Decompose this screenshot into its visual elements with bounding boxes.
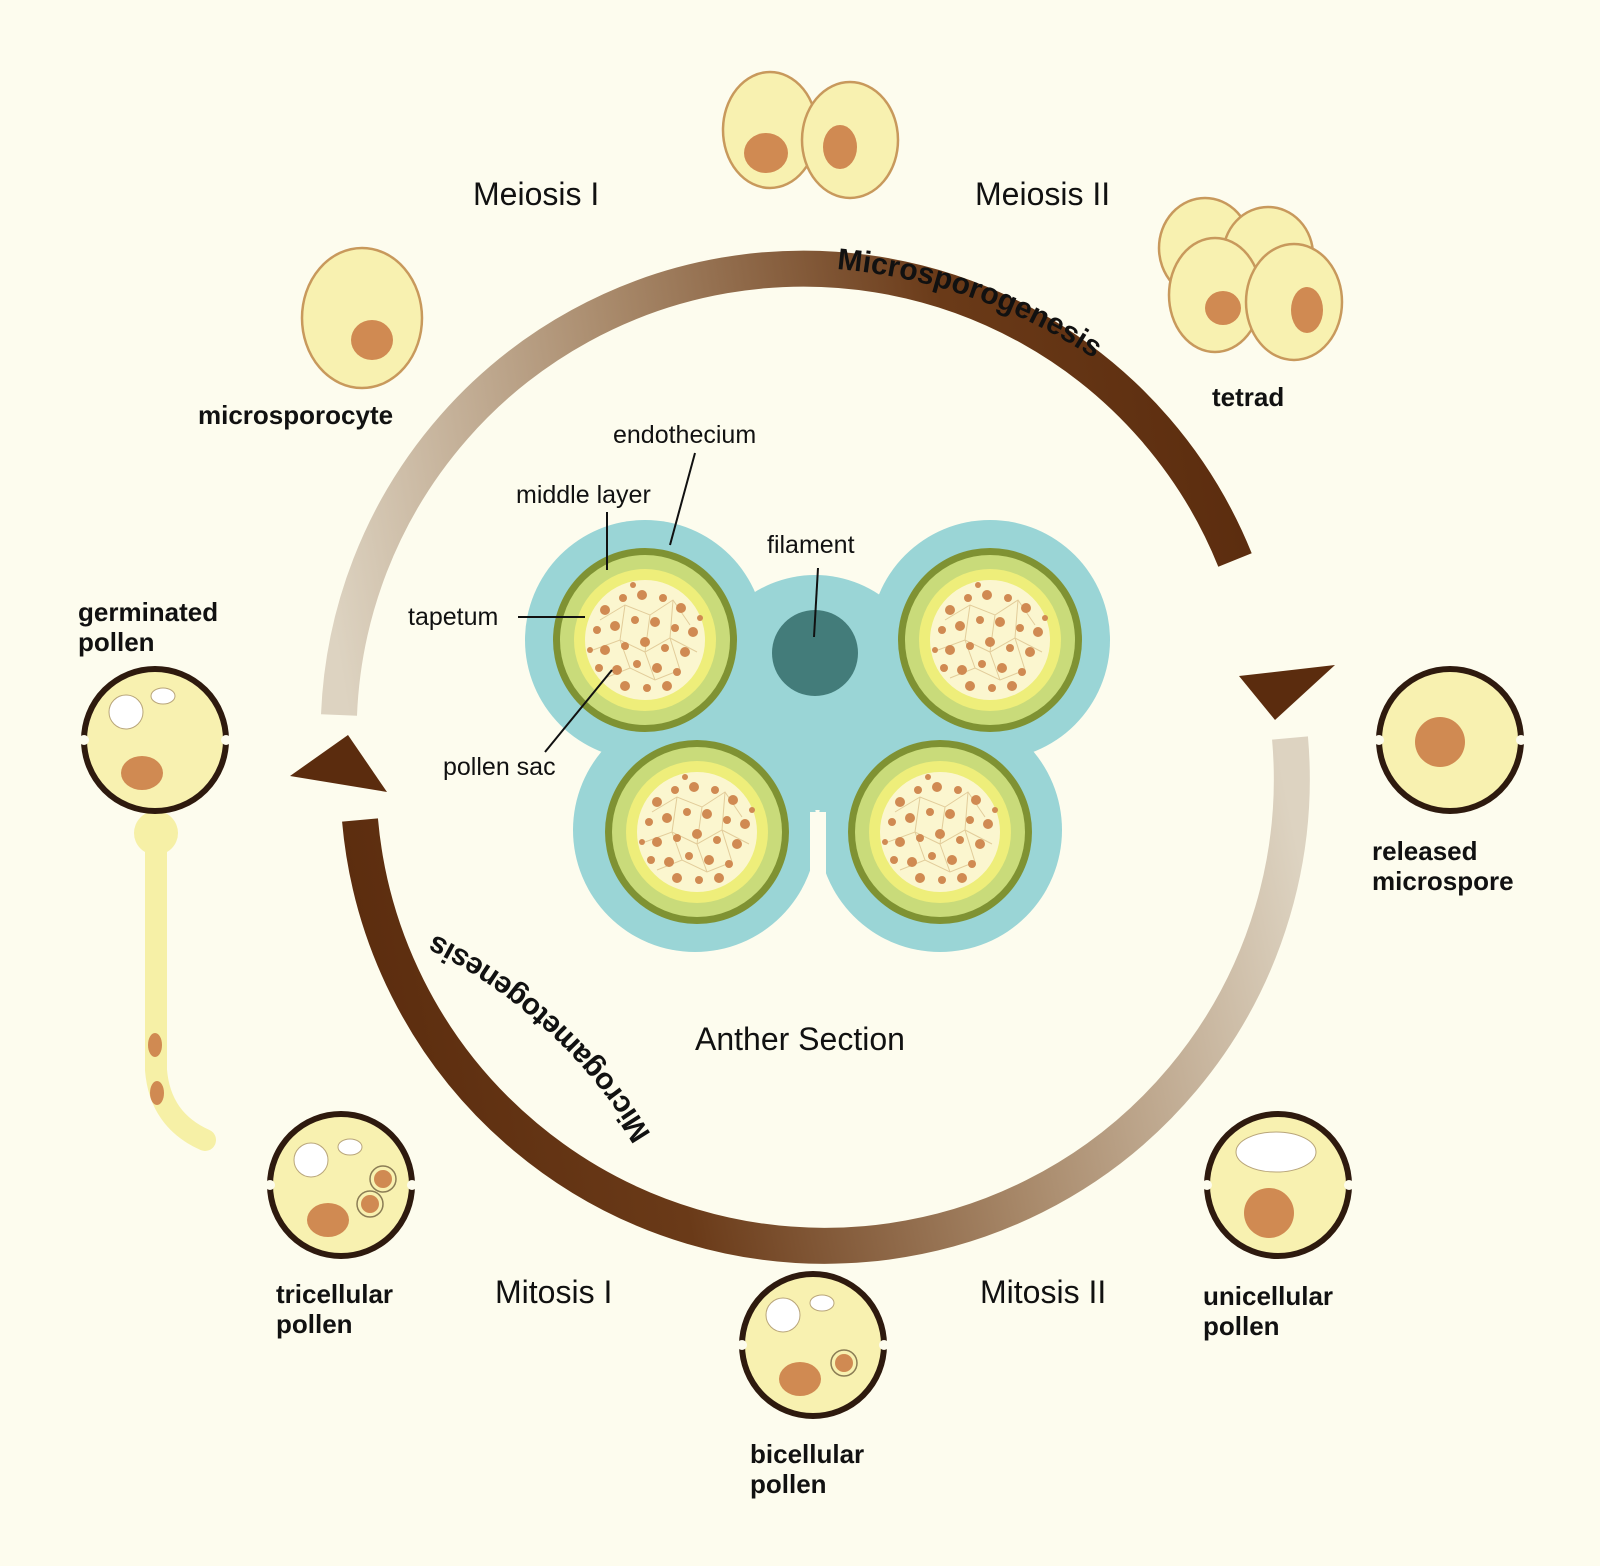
microsporogenesis-label: Microsporogenesis <box>836 243 1108 364</box>
bicellular-label-2: pollen <box>750 1469 827 1499</box>
middle-layer-label: middle layer <box>516 481 651 509</box>
tricellular-label-2: pollen <box>276 1309 353 1339</box>
leader-lines <box>518 452 819 753</box>
pollen-sac-label: pollen sac <box>443 753 556 781</box>
mitosis-2-label: Mitosis II <box>980 1274 1106 1310</box>
tetrad-cells <box>1157 196 1344 362</box>
released-microspore-cell <box>1374 666 1526 814</box>
microgametogenesis-arc <box>342 736 1310 1264</box>
mitosis-1-label: Mitosis I <box>495 1274 612 1310</box>
endothecium-label: endothecium <box>613 421 756 449</box>
microsporogenesis-arrowhead <box>1239 665 1335 720</box>
unicellular-label-2: pollen <box>1203 1311 1280 1341</box>
filament-label: filament <box>767 531 855 559</box>
meiosis-2-label: Meiosis II <box>975 176 1110 212</box>
meiosis-1-label: Meiosis I <box>473 176 599 212</box>
microsporocyte-cell <box>300 246 424 390</box>
microsporogenesis-arc <box>321 250 1252 716</box>
tricellular-label-1: tricellular <box>276 1279 393 1309</box>
tricellular-pollen-cell <box>265 1111 417 1259</box>
anther-section <box>525 520 1110 952</box>
tetrad-label: tetrad <box>1212 382 1284 412</box>
microsporocyte-label: microsporocyte <box>198 400 393 430</box>
germinated-label-2: pollen <box>78 627 155 657</box>
pollen-sac-top-left <box>552 547 738 733</box>
unicellular-label-1: unicellular <box>1203 1281 1333 1311</box>
microgametogenesis-arrowhead <box>290 735 387 792</box>
bicellular-pollen-cell <box>737 1271 889 1419</box>
germinated-label-1: germinated <box>78 597 218 627</box>
pollen-sac-top-right <box>897 547 1083 733</box>
bicellular-label-1: bicellular <box>750 1439 864 1469</box>
released-microspore-label-2: microspore <box>1372 866 1514 896</box>
pollen-sac-bottom-right <box>847 739 1033 925</box>
anther-section-title: Anther Section <box>695 1021 905 1057</box>
dyad-cells <box>721 70 900 200</box>
pollen-sac-bottom-left <box>604 739 790 925</box>
released-microspore-label-1: released <box>1372 836 1478 866</box>
tapetum-label: tapetum <box>408 603 498 631</box>
germinated-pollen-cell <box>79 666 231 1151</box>
filament-core <box>772 610 858 696</box>
unicellular-pollen-cell <box>1202 1111 1354 1259</box>
